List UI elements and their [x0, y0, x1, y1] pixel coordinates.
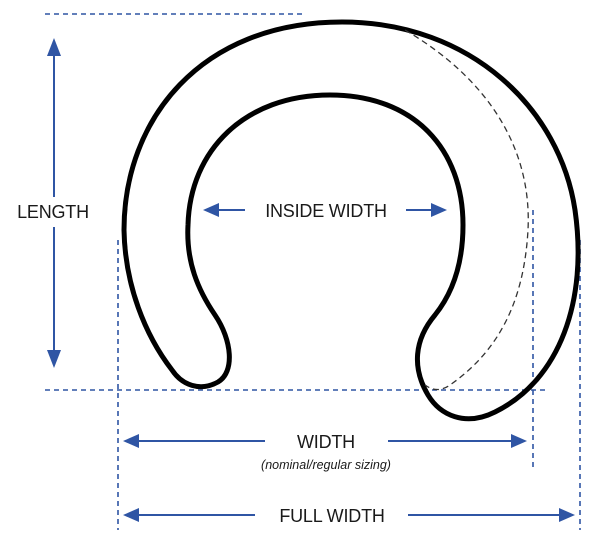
full-width-label: FULL WIDTH: [279, 506, 384, 526]
inside-width-label: INSIDE WIDTH: [265, 201, 387, 221]
width-label: WIDTH: [297, 432, 355, 452]
length-label-backdrop: [8, 197, 100, 227]
horseshoe-alternate-contour: [404, 29, 529, 391]
horseshoe-outline: [121, 19, 581, 422]
width-arrow-right-head: [511, 434, 527, 448]
length-arrow-down-head: [47, 350, 61, 368]
full-width-arrow-right-head: [559, 508, 575, 522]
width-sizing-note: (nominal/regular sizing): [261, 458, 391, 472]
width-arrow-left-head: [123, 434, 139, 448]
length-arrow-up-head: [47, 38, 61, 56]
full-width-arrow-left-head: [123, 508, 139, 522]
length-label: LENGTH: [17, 202, 89, 222]
inside-width-arrow-right-head: [431, 203, 447, 217]
inside-width-arrow-left-head: [203, 203, 219, 217]
